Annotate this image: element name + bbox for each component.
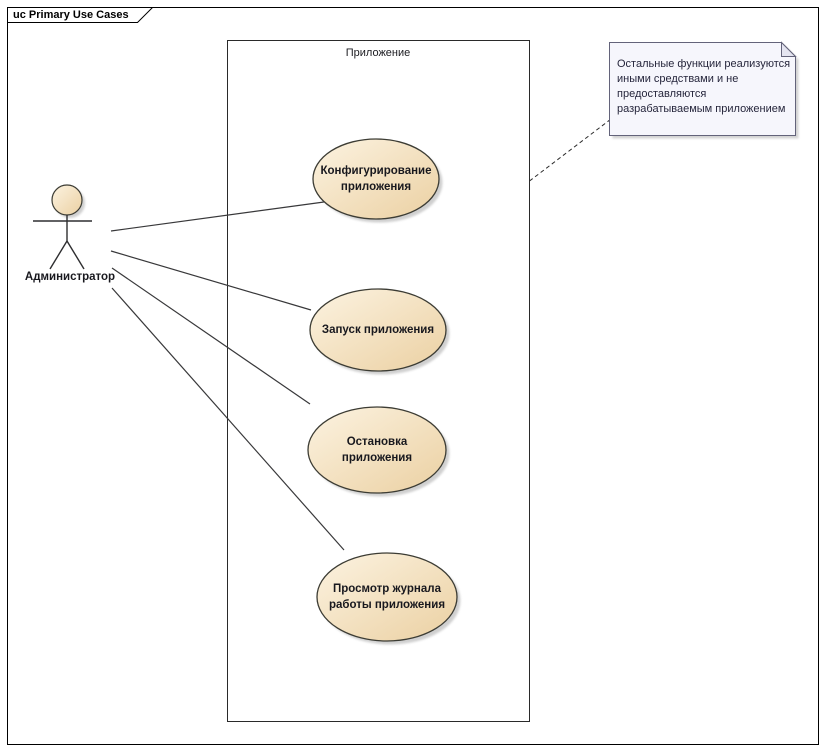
- actor-body: [33, 215, 92, 270]
- frame-title: uc Primary Use Cases: [13, 9, 129, 21]
- use-case-label-stop: Остановка приложения: [341, 436, 413, 464]
- diagram-frame-tab: [7, 7, 154, 23]
- actor-figure[interactable]: [33, 184, 92, 270]
- association-line-start[interactable]: [110, 250, 312, 311]
- association-line-configure[interactable]: [110, 201, 325, 232]
- use-case-label-start: Запуск приложения: [321, 324, 435, 336]
- note-anchor-line[interactable]: [529, 115, 616, 182]
- note[interactable]: [609, 42, 796, 136]
- use-case-ellipse-configure[interactable]: [312, 138, 440, 220]
- note-text: Остальные функции реализуются иными сред…: [617, 58, 791, 115]
- note-fold-corner-icon: [781, 41, 797, 57]
- system-boundary-label: Приложение: [345, 47, 411, 59]
- actor-label: Администратор: [24, 271, 116, 283]
- use-case-ellipse-stop[interactable]: [307, 406, 447, 494]
- use-case-ellipse-log[interactable]: [316, 552, 458, 642]
- use-case-label-configure: Конфигурирование приложения: [320, 165, 432, 193]
- use-case-ellipse-start[interactable]: [309, 288, 447, 372]
- association-line-log[interactable]: [111, 287, 345, 551]
- associations: [110, 201, 345, 551]
- association-line-stop[interactable]: [111, 267, 311, 405]
- use-case-label-log: Просмотр журнала работы приложения: [328, 583, 446, 611]
- actor-head[interactable]: [51, 184, 83, 216]
